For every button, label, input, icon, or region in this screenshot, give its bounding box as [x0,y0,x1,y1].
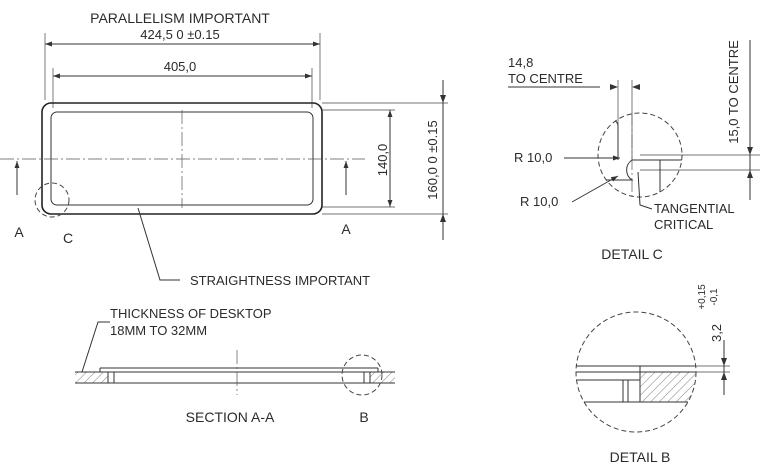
arrow-outer-height-top [440,95,446,103]
section-marker-a-right: A [341,221,351,237]
tolerance-minus: -0,1 [709,288,720,306]
cutout-gap [108,372,370,383]
straightness-leader [137,207,180,281]
outer-height-label: 160,0 0 ±0.15 [425,120,440,199]
radius-2-leader [571,175,619,203]
detail-b-title: DETAIL B [610,449,671,465]
arrow-outer-height-bottom [440,214,446,222]
inner-height-label: 140,0 [375,144,390,177]
to-centre-h-value: 14,8 [508,55,533,70]
detail-b-circle [341,354,383,396]
tangential-line1: TANGENTIAL [654,201,735,216]
arrow-to-centre-v-b [747,170,753,178]
plan-view: PARALLELISM IMPORTANT 424,5 0 ±0.15 405,… [0,10,448,288]
detail-c-title: DETAIL C [601,246,662,262]
detail-c-inner-corner [600,159,682,181]
thickness-label-line1: THICKNESS OF DESKTOP [110,306,272,321]
to-centre-h-text: TO CENTRE [508,71,583,86]
parallelism-label: PARALLELISM IMPORTANT [90,10,270,26]
thickness-leader [81,321,110,373]
arrow-to-centre-h-a [610,84,618,90]
detail-c: 14,8 TO CENTRE 15,0 TO CENTRE R 10,0 R 1… [508,40,760,262]
outer-width-label: 424,5 0 ±0.15 [140,27,219,42]
thickness-label-line2: 18MM TO 32MM [110,323,207,338]
straightness-label: STRAIGHTNESS IMPORTANT [190,273,370,288]
radius-2-label: R 10,0 [520,194,558,209]
detail-b-marker: B [359,409,368,425]
radius-1-label: R 10,0 [514,150,552,165]
section-a-a: THICKNESS OF DESKTOP 18MM TO 32MM B SECT… [75,306,395,425]
arrow-3-2-bottom [721,372,727,380]
detail-b-hatch [640,372,696,402]
section-marker-a-left: A [14,224,24,240]
arrow-to-centre-h-b [632,84,640,90]
tangential-line2: CRITICAL [654,217,713,232]
tangential-leader [637,171,653,210]
detail-c-circle [34,182,70,218]
dim-3-2-label: 3,2 [709,324,724,342]
section-title: SECTION A-A [186,409,275,425]
arrow-to-centre-v-a [747,147,753,155]
inner-width-label: 405,0 [164,59,197,74]
to-centre-v-label: 15,0 TO CENTRE [726,40,741,144]
detail-b: 3,2 +0,15 -0,1 DETAIL B [575,284,730,465]
detail-c-marker: C [63,230,73,246]
tolerance-plus: +0,15 [697,284,708,310]
outer-outline [41,102,323,215]
arrow-3-2-top [721,358,727,366]
